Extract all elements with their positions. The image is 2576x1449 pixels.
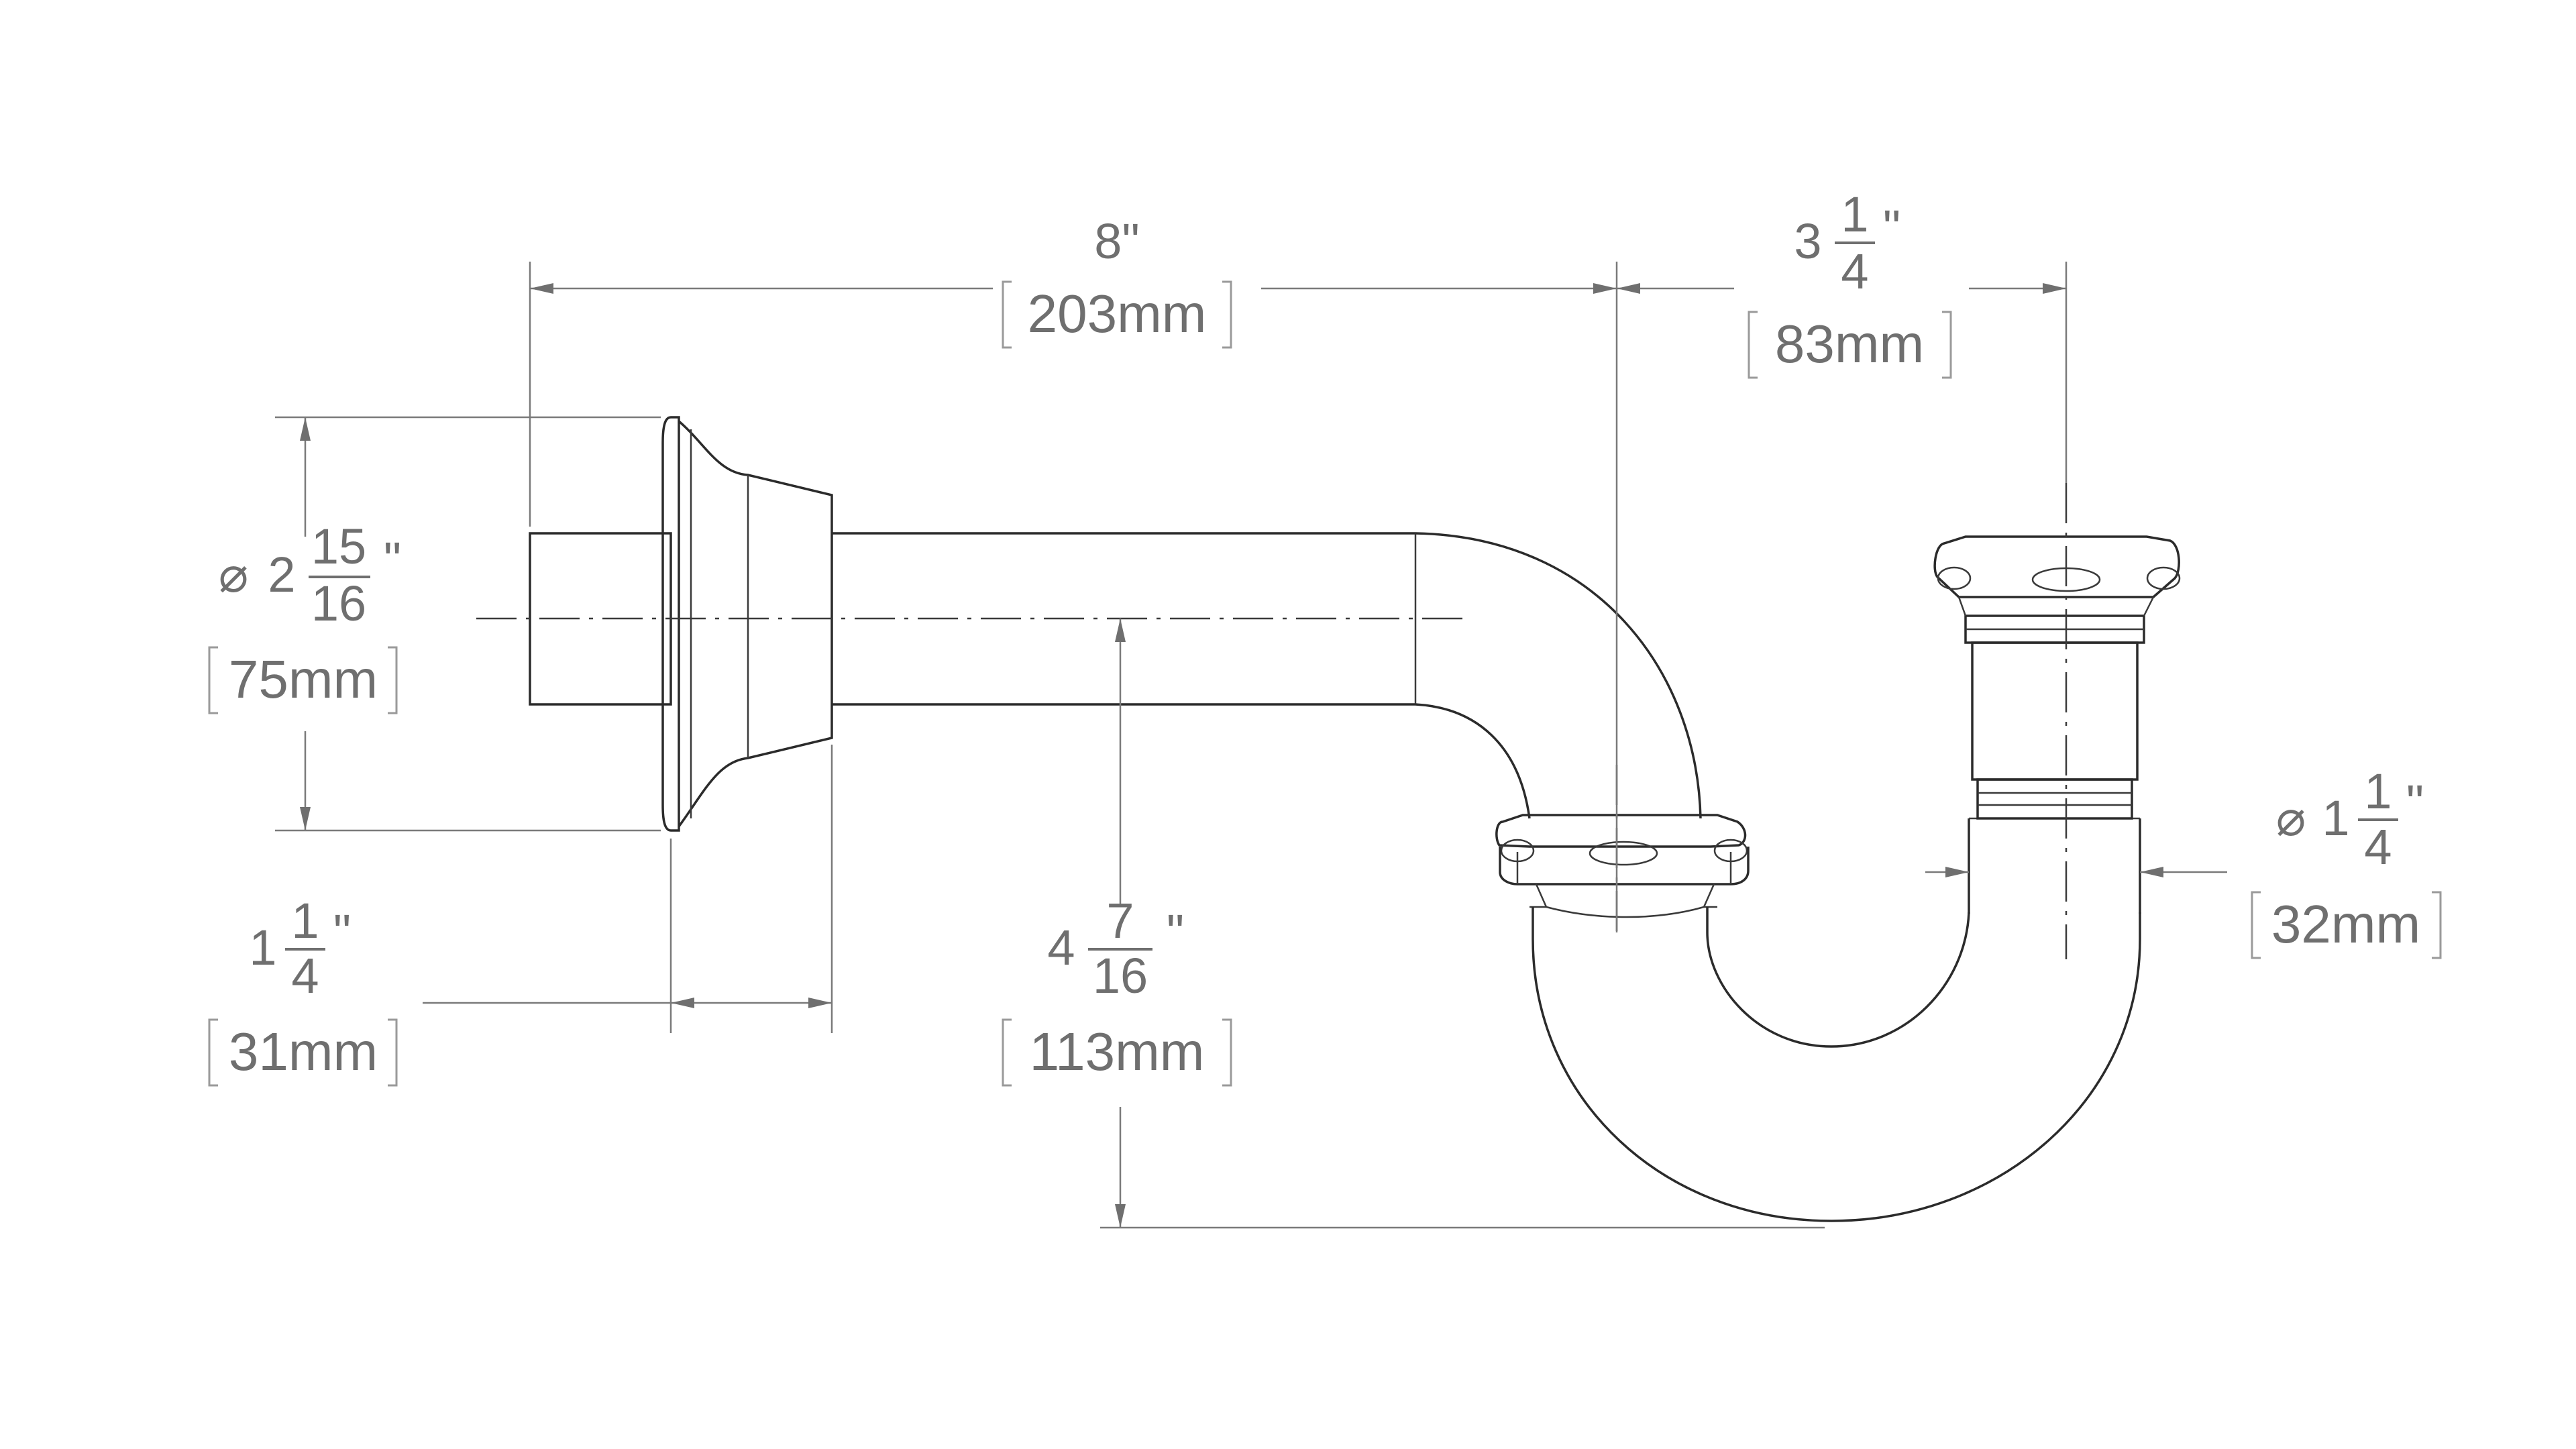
elbow-bend xyxy=(1415,532,1702,819)
outlet-offset-label: 3 1 4 " 83mm xyxy=(1748,186,1952,379)
svg-text:1: 1 xyxy=(2322,790,2349,846)
svg-text:4: 4 xyxy=(1047,920,1075,975)
overall-length-value: 8 xyxy=(1094,213,1122,269)
svg-text:1: 1 xyxy=(2364,763,2392,819)
flange-diameter-metric: 75mm xyxy=(229,649,378,709)
svg-text:1: 1 xyxy=(1841,186,1868,242)
svg-text:7: 7 xyxy=(1106,893,1134,949)
p-trap-part xyxy=(476,416,2181,1222)
diameter-symbol: ⌀ xyxy=(2276,790,2306,846)
svg-text:": " xyxy=(1167,904,1184,960)
svg-text:4: 4 xyxy=(2364,819,2392,875)
tube-diameter-label: ⌀ 1 1 4 " 32mm xyxy=(2251,763,2442,959)
overall-length-label: 8" 203mm xyxy=(1002,213,1232,349)
diameter-symbol: ⌀ xyxy=(219,547,249,602)
outlet-offset-metric: 83mm xyxy=(1775,314,1924,374)
svg-text:": " xyxy=(333,904,351,960)
svg-text:4: 4 xyxy=(291,948,319,1004)
svg-text:2: 2 xyxy=(268,547,295,602)
escutcheon-flange xyxy=(661,416,833,832)
u-bend xyxy=(1532,907,2141,1222)
dimension-lines xyxy=(275,262,2227,1229)
svg-text:1: 1 xyxy=(249,920,276,975)
svg-text:16: 16 xyxy=(1093,948,1148,1004)
drop-height-metric: 113mm xyxy=(1030,1022,1205,1081)
flange-diameter-label: ⌀ 2 15 16 " 75mm xyxy=(208,519,401,714)
svg-text:": " xyxy=(1883,200,1900,256)
right-slip-nut xyxy=(1933,535,2181,616)
svg-text:3: 3 xyxy=(1794,213,1821,269)
svg-text:": " xyxy=(2406,775,2424,830)
drop-height-label: 4 7 16 " 113mm xyxy=(1002,893,1232,1087)
left-slip-nut xyxy=(1495,814,1750,918)
flange-depth-label: 1 1 4 " 31mm xyxy=(208,893,398,1087)
overall-length-metric: 203mm xyxy=(1028,284,1207,343)
horizontal-tube xyxy=(832,532,1417,706)
svg-text:15: 15 xyxy=(311,519,366,574)
svg-text:": " xyxy=(384,532,401,588)
svg-text:16: 16 xyxy=(311,576,366,631)
flange-depth-metric: 31mm xyxy=(229,1022,378,1081)
svg-text:4: 4 xyxy=(1841,244,1868,299)
riser-tube xyxy=(1964,614,2145,914)
tube-diameter-metric: 32mm xyxy=(2271,894,2420,954)
svg-text:8": 8" xyxy=(1094,213,1139,269)
svg-text:1: 1 xyxy=(291,893,319,949)
